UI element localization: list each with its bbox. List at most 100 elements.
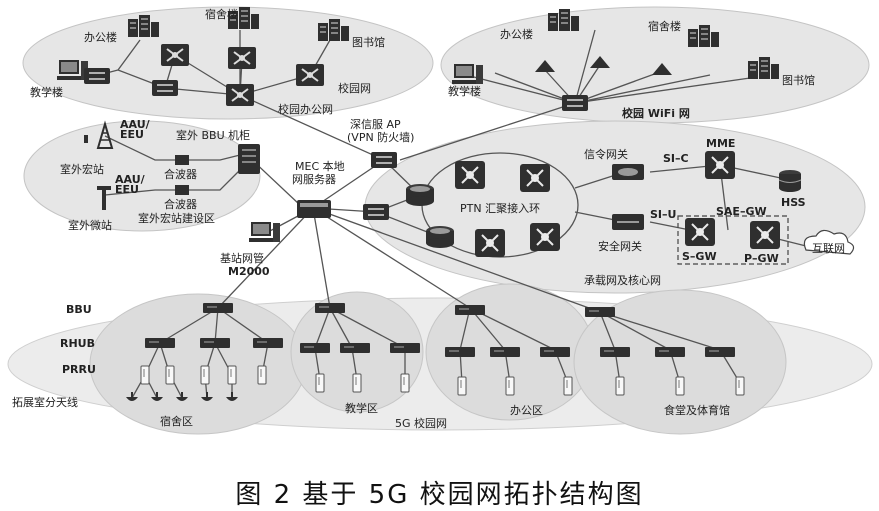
mec-server-icon: [297, 200, 331, 218]
area-dorm-label: 宿舍区: [160, 414, 193, 428]
s-gw-label: S–GW: [682, 250, 717, 263]
row-bbu-label: BBU: [66, 303, 92, 316]
si-c-label: SI–C: [663, 152, 689, 165]
ptn-ring-label: PTN 汇聚接入环: [460, 202, 540, 215]
firewall-label-1: 深信服 AP: [350, 118, 401, 131]
rhub-icon: [252, 337, 284, 349]
ptn-router-icon: [426, 226, 454, 248]
aau-eeu-label-bottom-2: EEU: [115, 183, 139, 196]
bbu-cabinet-label: 室外 BBU 机柜: [176, 128, 250, 142]
router-icon: [295, 63, 325, 87]
left-library-label: 图书馆: [352, 35, 385, 49]
wifi-ap-icon: [590, 56, 610, 68]
pc-icon: [452, 64, 483, 84]
prru-icon: [505, 376, 515, 396]
micro-tower-icon: [97, 186, 111, 210]
zone-bearer-core-label: 承载网及核心网: [584, 273, 661, 287]
pc-icon: [57, 60, 88, 80]
right-teaching-label: 教学楼: [448, 84, 481, 98]
p-gw-icon: [749, 220, 781, 250]
macro-tower-icon: [84, 120, 114, 149]
prru-icon: [615, 376, 625, 396]
internet-cloud-icon: [803, 229, 855, 255]
mgmt-label-2: M2000: [228, 265, 270, 278]
rhub-icon: [144, 337, 176, 349]
left-dorm-label: 宿舍楼: [205, 7, 238, 21]
prru-icon: [315, 373, 325, 393]
router-icon: [227, 46, 257, 70]
aau-eeu-label-top-2: EEU: [120, 128, 144, 141]
prru-icon: [563, 376, 573, 396]
bbu-icon: [584, 306, 616, 318]
hss-label: HSS: [781, 196, 806, 209]
rhub-icon: [389, 342, 421, 354]
mgmt-pc-icon: [249, 222, 280, 242]
area-teaching-label: 教学区: [345, 401, 378, 415]
prru-icon: [352, 373, 362, 393]
prru-icon: [735, 376, 745, 396]
combiner-icon: [175, 185, 189, 195]
bbu-icon: [202, 302, 234, 314]
prru-icon: [165, 365, 175, 385]
switch-icon: [362, 203, 390, 221]
ptn-node-icon: [519, 163, 551, 193]
rhub-icon: [599, 346, 631, 358]
aau-eeu-label-top-1: AAU/: [120, 118, 151, 131]
sae-gw-box: [677, 215, 789, 265]
wifi-ap-icon: [535, 60, 555, 72]
campus-net-label: 校园网: [338, 81, 371, 95]
mme-label: MME: [706, 137, 735, 150]
rhub-icon: [539, 346, 571, 358]
zone-5g-campus-label: 5G 校园网: [395, 416, 447, 430]
internet-label: 互联网: [812, 242, 845, 255]
mec-label-2: 网服务器: [292, 173, 336, 186]
prru-icon: [227, 365, 237, 385]
ptn-node-icon: [529, 222, 561, 252]
prru-icon: [675, 376, 685, 396]
bbu-icon: [314, 302, 346, 314]
micro-station-label: 室外微站: [68, 218, 112, 232]
area-dorm: [89, 293, 307, 435]
rhub-icon: [444, 346, 476, 358]
left-office-label: 办公楼: [84, 30, 117, 44]
rhub-icon: [654, 346, 686, 358]
core-devices: [249, 150, 855, 265]
signal-gw-label: 信令网关: [584, 147, 628, 161]
zone-campus-office-net-label: 校园办公网: [278, 102, 333, 116]
bbu-cabinet-icon: [238, 144, 260, 174]
rhub-icon: [489, 346, 521, 358]
security-gw-label: 安全网关: [598, 239, 642, 253]
security-gateway-icon: [612, 214, 644, 230]
prru-icon: [257, 365, 267, 385]
combiner-icon: [175, 155, 189, 165]
zone-campus-wifi-label: 校园 WiFi 网: [622, 106, 690, 120]
rhub-icon: [339, 342, 371, 354]
area-canteen-gym-label: 食堂及体育馆: [664, 403, 730, 417]
ptn-node-icon: [454, 160, 486, 190]
right-campus-devices: [452, 8, 780, 112]
combiner-label-top: 合波器: [164, 167, 197, 181]
rhub-icon: [704, 346, 736, 358]
si-u-label: SI–U: [650, 208, 676, 221]
combiner-label-bottom: 合波器: [164, 197, 197, 211]
signal-gateway-icon: [612, 164, 644, 180]
ptn-router-icon: [406, 184, 434, 206]
prru-icon: [457, 376, 467, 396]
hss-icon: [778, 170, 802, 192]
switch-icon: [561, 94, 589, 112]
right-library-label: 图书馆: [782, 73, 815, 87]
router-icon: [225, 83, 255, 107]
figure-caption: 图 2 基于 5G 校园网拓扑结构图: [235, 480, 644, 510]
ptn-node-icon: [474, 228, 506, 258]
s-gw-icon: [684, 217, 716, 247]
prru-icon: [140, 365, 150, 385]
row-prru-label: PRRU: [62, 363, 96, 376]
rhub-icon: [199, 337, 231, 349]
bbu-icon: [454, 304, 486, 316]
mme-icon: [704, 150, 736, 180]
wifi-ap-icon: [652, 63, 672, 75]
sae-gw-label: SAE–GW: [716, 205, 767, 218]
area-office-label: 办公区: [510, 404, 543, 417]
zone-outdoor-macro-area: [23, 120, 261, 232]
switch-icon: [151, 79, 179, 97]
